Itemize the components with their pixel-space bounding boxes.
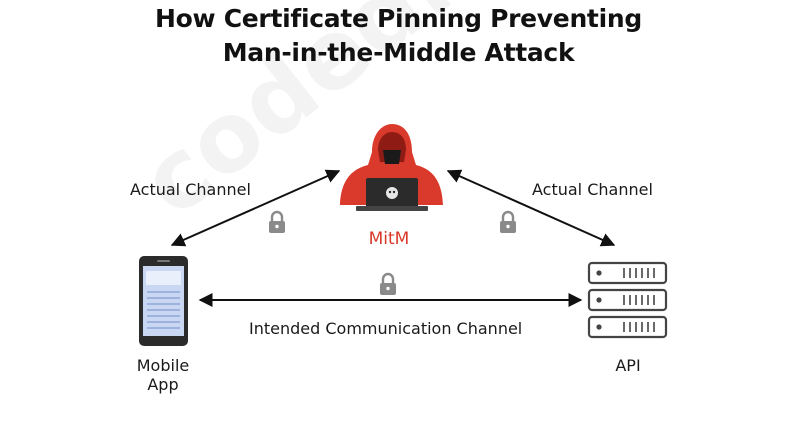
- title-line-1: How Certificate Pinning Preventing: [155, 4, 642, 33]
- server-icon: [587, 261, 668, 339]
- mobile-label-line-2: App: [147, 375, 179, 394]
- diagram-title: How Certificate Pinning Preventing Man-i…: [0, 2, 797, 70]
- intended-channel-label: Intended Communication Channel: [249, 319, 523, 338]
- actual-channel-left-label: Actual Channel: [130, 180, 251, 199]
- title-line-2: Man-in-the-Middle Attack: [222, 38, 575, 67]
- actual-channel-right-label: Actual Channel: [532, 180, 653, 199]
- hacker-icon: [340, 124, 443, 211]
- mitm-label: MitM: [368, 229, 410, 249]
- actual-channel-right-arrow: [446, 169, 616, 247]
- actual-channel-left-arrow: [170, 169, 341, 247]
- lock-icon: [378, 272, 398, 297]
- lock-icon: [267, 210, 287, 235]
- mobile-app-label: Mobile App: [128, 356, 198, 394]
- mobile-label-line-1: Mobile: [136, 356, 190, 375]
- api-label: API: [615, 356, 641, 375]
- lock-icon: [498, 210, 518, 235]
- mobile-phone-icon: [139, 256, 188, 346]
